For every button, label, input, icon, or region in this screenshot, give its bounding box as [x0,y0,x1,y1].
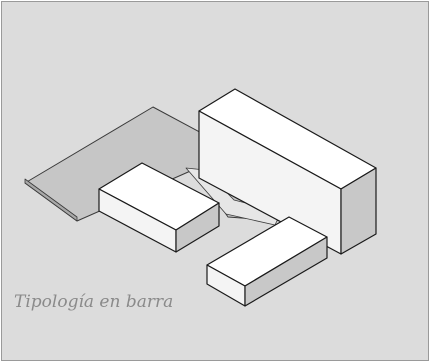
site-plate-thickness [24,178,78,222]
tall-bar-right-face [340,167,377,255]
low-block-front [206,216,328,307]
tall-bar-block [198,88,377,255]
diagram-caption: Tipología en barra [14,292,174,312]
low-block-left [98,162,220,253]
low-block-front-side-face [244,236,328,307]
low-block-left-side-face [175,202,220,253]
